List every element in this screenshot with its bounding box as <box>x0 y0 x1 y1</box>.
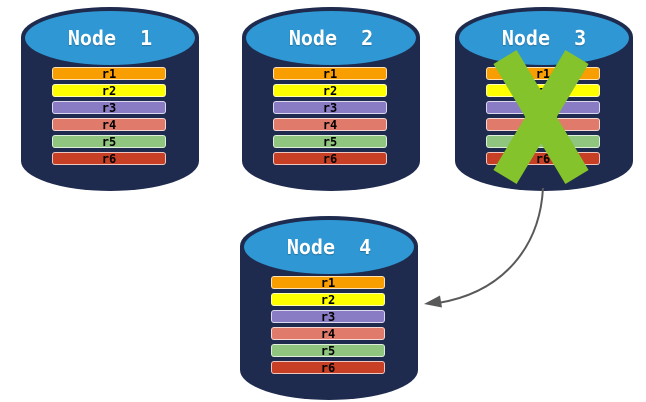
partition-r6: r6 <box>52 152 166 165</box>
partition-r5: r5 <box>52 135 166 148</box>
database-cylinder-icon: Node 2 r1 r2 r3 r4 r5 r6 <box>242 7 420 191</box>
database-cylinder-icon: Node 1 r1 r2 r3 r4 r5 r6 <box>21 7 199 191</box>
node-3: Node 3 r1 r2 r3 r4 r5 r6 <box>455 7 633 191</box>
database-cylinder-icon: Node 3 r1 r2 r3 r4 r5 r6 <box>455 7 633 191</box>
cylinder-top: Node 3 <box>459 11 629 65</box>
partition-r6: r6 <box>271 361 385 374</box>
cylinder-top: Node 1 <box>25 11 195 65</box>
partition-r4: r4 <box>273 118 387 131</box>
partition-r4: r4 <box>52 118 166 131</box>
partition-r3: r3 <box>52 101 166 114</box>
node-title: Node 1 <box>67 26 153 50</box>
node-4: Node 4 r1 r2 r3 r4 r5 r6 <box>240 216 418 400</box>
partition-r3: r3 <box>273 101 387 114</box>
partition-r2: r2 <box>273 84 387 97</box>
cylinder-top: Node 4 <box>244 220 414 274</box>
database-cylinder-icon: Node 4 r1 r2 r3 r4 r5 r6 <box>240 216 418 400</box>
partition-r3: r3 <box>271 310 385 323</box>
node-2: Node 2 r1 r2 r3 r4 r5 r6 <box>242 7 420 191</box>
node-title: Node 2 <box>288 26 374 50</box>
failure-x-icon <box>493 50 589 184</box>
partition-r4: r4 <box>271 327 385 340</box>
partition-r5: r5 <box>273 135 387 148</box>
partition-r1: r1 <box>271 276 385 289</box>
partition-list: r1 r2 r3 r4 r5 r6 <box>52 67 166 169</box>
node-1: Node 1 r1 r2 r3 r4 r5 r6 <box>21 7 199 191</box>
partition-list: r1 r2 r3 r4 r5 r6 <box>271 276 385 378</box>
partition-r1: r1 <box>273 67 387 80</box>
partition-r6: r6 <box>273 152 387 165</box>
partition-r1: r1 <box>52 67 166 80</box>
node-title: Node 4 <box>286 235 372 259</box>
partition-list: r1 r2 r3 r4 r5 r6 <box>273 67 387 169</box>
partition-r2: r2 <box>271 293 385 306</box>
node-title: Node 3 <box>501 26 587 50</box>
cylinder-top: Node 2 <box>246 11 416 65</box>
partition-r5: r5 <box>271 344 385 357</box>
partition-r2: r2 <box>52 84 166 97</box>
